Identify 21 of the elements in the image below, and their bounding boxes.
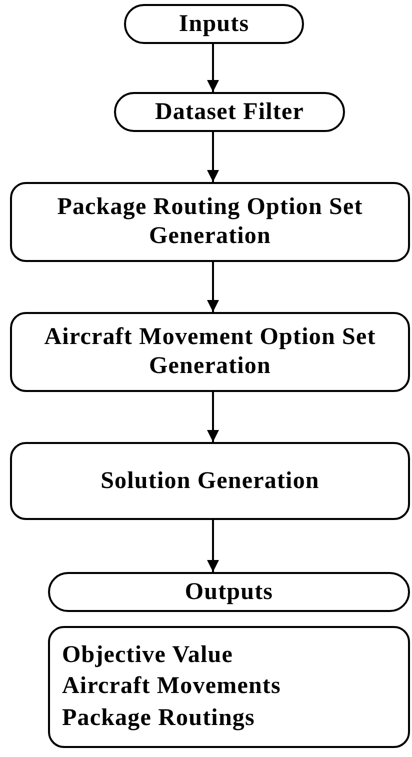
node-label: Outputs [184,578,274,606]
list-item-text: Objective Value [62,641,233,670]
list-item-text: Aircraft Movements [62,672,281,702]
process-box [10,312,410,392]
process-pill [114,92,345,132]
list-item-text: Package Routings [62,704,255,733]
node-label: Package Routing Option Set Generation [56,193,364,251]
terminal-pill [48,572,410,612]
terminal-pill [124,4,304,44]
process-box [10,182,410,262]
node-label: Aircraft Movement Option Set Generation [43,323,377,381]
arrow [207,262,219,312]
output-list-box [48,626,410,748]
arrow [207,44,219,92]
node-label: Inputs [178,10,250,38]
node-label: Solution Generation [100,466,320,496]
process-box [10,442,410,520]
arrow [207,132,219,182]
node-label: Dataset Filter [154,98,304,126]
arrow [207,392,219,442]
arrow [207,520,219,572]
